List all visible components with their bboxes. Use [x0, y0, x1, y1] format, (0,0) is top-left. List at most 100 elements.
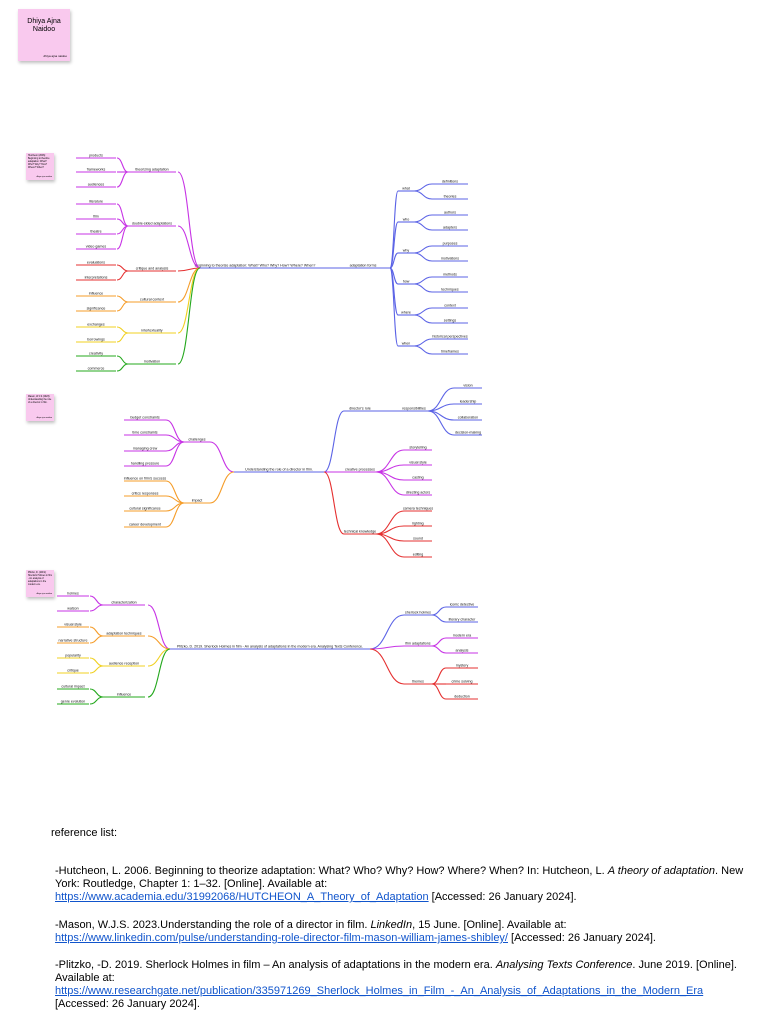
leaf-node[interactable]: crime solving [452, 680, 473, 684]
sub-branch-node[interactable]: when [402, 342, 411, 346]
sub-branch-node[interactable]: how [403, 280, 410, 284]
leaf-node[interactable]: literature [89, 200, 103, 204]
leaf-node[interactable]: watson [67, 607, 78, 611]
leaf-node[interactable]: influence [89, 292, 103, 296]
leaf-node[interactable]: career development [129, 523, 161, 527]
branch-node[interactable]: motivation [144, 360, 160, 364]
branch-node[interactable]: characterization [111, 601, 136, 605]
leaf-node[interactable]: sound [413, 537, 423, 541]
leaf-node[interactable]: definitions [442, 180, 458, 184]
leaf-node[interactable]: borrowings [87, 338, 105, 342]
leaf-node[interactable]: visual style [64, 623, 82, 627]
leaf-node[interactable]: cultural significance [129, 507, 160, 511]
leaf-node[interactable]: methods [443, 273, 457, 277]
sub-branch-node[interactable]: who [403, 218, 410, 222]
leaf-node[interactable]: theatre [90, 230, 101, 234]
leaf-node[interactable]: frameworks [87, 168, 106, 172]
leaf-node[interactable]: holmes [67, 592, 79, 596]
leaf-node[interactable]: time constraints [132, 431, 157, 435]
leaf-node[interactable]: purposes [443, 242, 458, 246]
leaf-node[interactable]: cultural impact [61, 685, 84, 689]
reference-link[interactable]: https://www.academia.edu/31992068/HUTCHE… [55, 891, 429, 903]
branch-node[interactable]: sherlock holmes [405, 611, 431, 615]
sub-branch-node[interactable]: responsibilities [402, 407, 426, 411]
branch-node[interactable]: impact [192, 499, 203, 503]
leaf-node[interactable]: decision-making [455, 431, 481, 435]
leaf-node[interactable]: evaluations [87, 261, 105, 265]
leaf-node[interactable]: budget constraints [130, 416, 160, 420]
reference-link[interactable]: https://www.linkedin.com/pulse/understan… [55, 932, 508, 944]
leaf-node[interactable]: editing [413, 553, 424, 557]
leaf-node[interactable]: mystery [456, 664, 469, 668]
branch-node[interactable]: influence [117, 693, 131, 697]
reference-link[interactable]: https://www.researchgate.net/publication… [55, 985, 704, 997]
leaf-node[interactable]: authors [444, 211, 456, 215]
leaf-node[interactable]: storytelling [409, 446, 426, 450]
leaf-node[interactable]: vision [463, 384, 472, 388]
leaf-node[interactable]: casting [412, 476, 423, 480]
leaf-node[interactable]: historical perspectives [432, 335, 468, 339]
branch-node[interactable]: cultural context [140, 298, 164, 302]
leaf-node[interactable]: modern era [453, 634, 471, 638]
leaf-node[interactable]: camera techniques [403, 507, 434, 511]
central-topic[interactable]: Understanding the role of a director in … [245, 468, 313, 472]
leaf-node[interactable]: interpretations [85, 276, 108, 280]
branch-line [369, 614, 405, 650]
leaf-node[interactable]: motivations [441, 257, 459, 261]
branch-node[interactable]: technical knowledge [344, 530, 376, 534]
sub-branch-node[interactable]: where [401, 311, 411, 315]
leaf-node[interactable]: theories [444, 195, 457, 199]
leaf-node[interactable]: critics responses [132, 492, 159, 496]
sub-branch-node[interactable]: what [402, 187, 410, 191]
leaf-node[interactable]: timeframes [441, 350, 459, 354]
leaf-node[interactable]: managing crew [133, 447, 158, 451]
leaf-node[interactable]: significance [87, 307, 106, 311]
leaf-node[interactable]: directing actors [406, 491, 431, 495]
leaf-node[interactable]: collaboration [458, 416, 478, 420]
leaf-node[interactable]: narrative structure [59, 639, 88, 643]
central-topic[interactable]: Plitzko, D. 2019. Sherlock Holmes in fil… [177, 645, 363, 649]
leaf-node[interactable]: products [89, 154, 103, 158]
leaf-node[interactable]: context [444, 304, 456, 308]
mind-map-1-sticky-note[interactable]: Hutcheon (2006): Beginning to theorize a… [26, 153, 54, 180]
mind-map-2-sticky-note[interactable]: Mason, W.J.S (2023): Understanding the r… [26, 394, 54, 421]
leaf-node[interactable]: settings [444, 319, 457, 323]
central-topic[interactable]: Beginning to theorize adaptation: What? … [195, 264, 316, 268]
leaf-node[interactable]: deduction [454, 695, 470, 699]
leaf-node[interactable]: genre evolution [61, 700, 86, 704]
leaf-node[interactable]: analysis [456, 649, 469, 653]
leaf-node[interactable]: video games [86, 245, 107, 249]
leaf-node[interactable]: literary character [449, 618, 477, 622]
leaf-node[interactable]: exchanges [87, 323, 105, 327]
branch-node[interactable]: themes [412, 680, 424, 684]
branch-node[interactable]: intertextuality [141, 329, 162, 333]
branch-line [209, 471, 235, 504]
leaf-node[interactable]: influence on film's success [124, 477, 167, 481]
leaf-node[interactable]: film [93, 215, 99, 219]
branch-node[interactable]: adaptation techniques [106, 632, 141, 636]
branch-node[interactable]: double-sided adaptations [132, 222, 172, 226]
leaf-node[interactable]: popularity [65, 654, 81, 658]
leaf-node[interactable]: critique [67, 669, 79, 673]
leaf-node[interactable]: commerce [88, 367, 105, 371]
leaf-node[interactable]: handling pressure [131, 462, 160, 466]
branch-node[interactable]: creative processes [345, 468, 375, 472]
leaf-node[interactable]: techniques [441, 288, 459, 292]
leaf-node[interactable]: adapters [443, 226, 457, 230]
leaf-node[interactable]: visual style [409, 461, 427, 465]
mind-map-3-sticky-note[interactable]: Plitzko, D. (2019): Sherlock Holmes in f… [26, 570, 54, 597]
branch-node[interactable]: adaptation forms [350, 264, 377, 268]
sub-branch-node[interactable]: why [403, 249, 410, 253]
branch-node[interactable]: director's role [349, 407, 370, 411]
name-sticky-note[interactable]: Dhiya Ajna Naidoo dhiya ajna naidoo [18, 9, 70, 61]
leaf-node[interactable]: creativity [89, 352, 103, 356]
branch-node[interactable]: film adaptations [405, 642, 430, 646]
branch-node[interactable]: theorizing adaptation [135, 168, 168, 172]
leaf-node[interactable]: audiences [88, 183, 105, 187]
leaf-node[interactable]: leadership [460, 400, 477, 404]
branch-node[interactable]: critique and analysis [136, 267, 169, 271]
branch-node[interactable]: challenges [188, 438, 205, 442]
leaf-node[interactable]: iconic detective [450, 603, 475, 607]
leaf-node[interactable]: lighting [412, 522, 423, 526]
branch-node[interactable]: audience reception [109, 662, 139, 666]
